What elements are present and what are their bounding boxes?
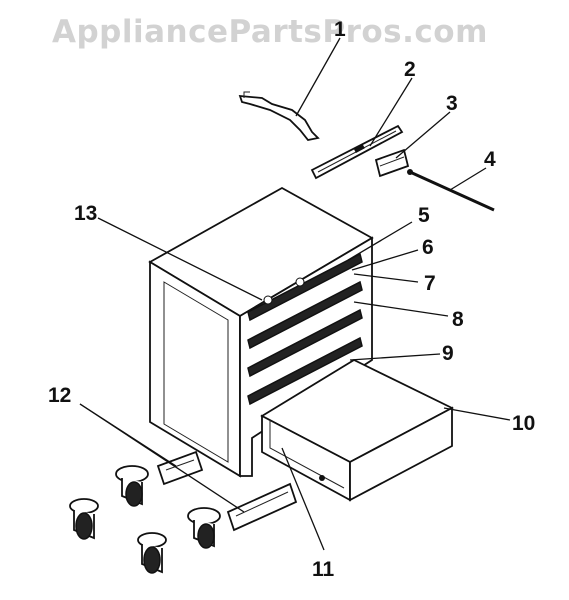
callout-10: 10: [512, 412, 535, 435]
callout-12: 12: [48, 384, 71, 407]
watermark-text: AppliancePartsPros.com: [52, 14, 488, 50]
callout-9: 9: [442, 342, 454, 365]
caster-wheel: [69, 498, 99, 540]
callout-11: 11: [312, 558, 335, 581]
callout-2: 2: [404, 58, 416, 81]
caster-wheel: [115, 465, 149, 507]
part-rail[interactable]: [310, 124, 404, 180]
callout-3: 3: [446, 92, 458, 115]
part-bracket[interactable]: [238, 91, 320, 141]
part-clip[interactable]: [374, 148, 410, 178]
caster-wheel: [187, 507, 221, 549]
callout-1: 1: [334, 18, 346, 41]
callout-8: 8: [452, 308, 464, 331]
callout-6: 6: [422, 236, 434, 259]
callout-5: 5: [418, 204, 430, 227]
drawer-slides[interactable]: [156, 450, 298, 532]
callout-13: 13: [74, 202, 97, 225]
callout-4: 4: [484, 148, 496, 171]
part-rod[interactable]: [407, 169, 495, 212]
callout-7: 7: [424, 272, 436, 295]
caster-wheel: [137, 532, 167, 574]
open-drawer[interactable]: [260, 358, 454, 502]
leader-lines: [79, 37, 511, 551]
